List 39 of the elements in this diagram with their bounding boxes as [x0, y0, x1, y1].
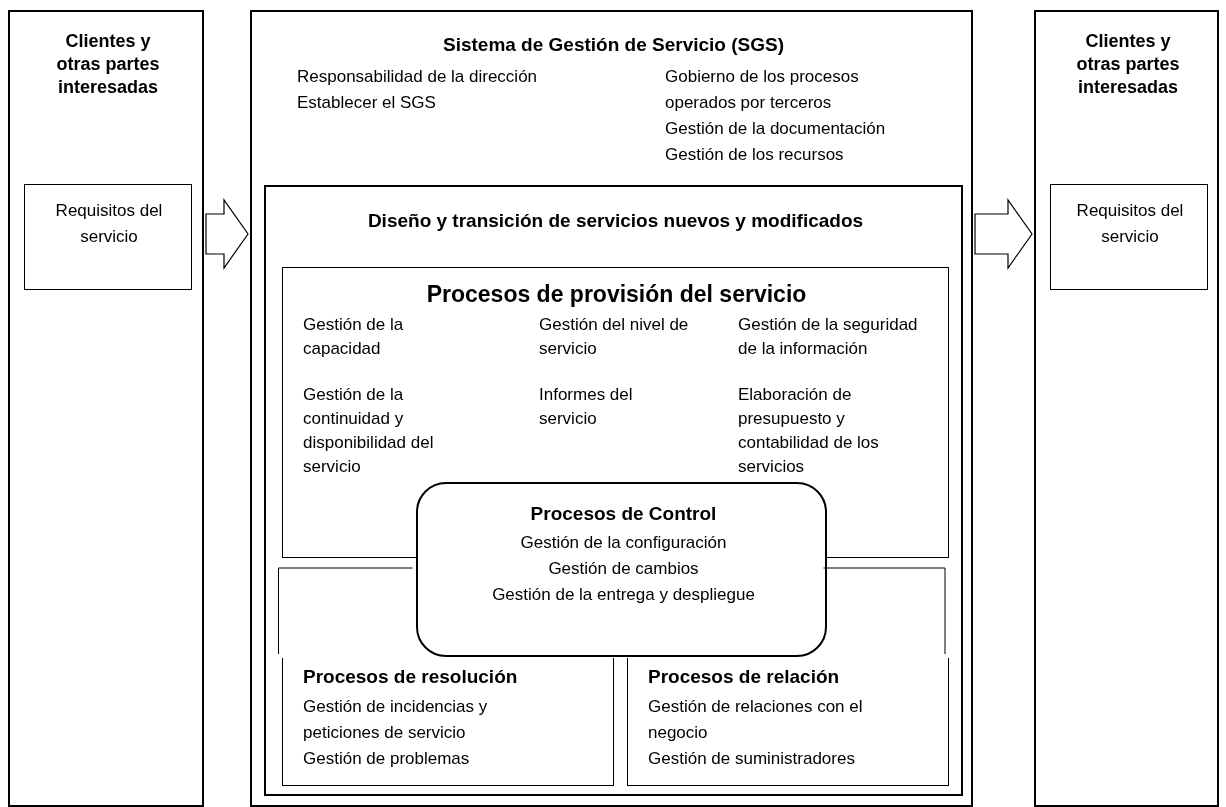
process-item: Gestión de la entrega y despliegue [491, 584, 756, 606]
process-item: Gestión de relaciones con el negocio [648, 696, 864, 744]
process-item: Gestión del nivel de servicio [539, 314, 690, 360]
process-item: Gestión de los recursos [665, 144, 845, 166]
process-item: Responsabilidad de la dirección [297, 66, 539, 88]
process-item: Gestión de la documentación [665, 118, 887, 140]
stakeholder-panel [8, 10, 204, 807]
system-panel [250, 10, 973, 807]
requirement-text: Requisitos del servicio [1075, 200, 1185, 248]
block-arrow [205, 198, 249, 270]
process-item: Gestión de problemas [303, 748, 471, 770]
process-item: Gestión de cambios [547, 558, 700, 580]
panel-heading: Diseño y transición de servicios nuevos y modificados [366, 209, 865, 233]
process-item: Gestión de la continuidad y disponibilidad del servicio [303, 384, 435, 478]
panel-heading: Procesos de provisión del servicio [425, 280, 808, 308]
control-process-box [416, 482, 827, 657]
process-item: Elaboración de presupuesto y contabilidad de los servicios [738, 384, 880, 478]
panel-heading: Sistema de Gestión de Servicio (SGS) [441, 33, 786, 57]
requirement-box [1050, 184, 1208, 290]
process-item: Gestión de la configuración [519, 532, 728, 554]
panel-heading: Clientes y otras partes interesadas [1075, 30, 1181, 99]
resolution-process-box [282, 658, 614, 786]
panel-heading: Procesos de Control [529, 502, 718, 526]
process-item: Informes del servicio [539, 384, 634, 430]
process-item: Gestión de la seguridad de la información [738, 314, 919, 360]
relationship-process-box [627, 658, 949, 786]
process-item: Gobierno de los procesos operados por terceros [665, 66, 860, 114]
process-item: Gestión de la capacidad [303, 314, 405, 360]
panel-heading: Clientes y otras partes interesadas [55, 30, 161, 99]
process-item: Gestión de suministradores [648, 748, 856, 770]
process-item: Gestión de incidencias y peticiones de servicio [303, 696, 489, 744]
stakeholder-panel [1034, 10, 1219, 807]
block-arrow [974, 198, 1033, 270]
requirement-text: Requisitos del servicio [54, 200, 164, 248]
panel-heading: Procesos de resolución [303, 665, 519, 689]
panel-heading: Procesos de relación [648, 665, 841, 689]
design-transition-panel [264, 185, 963, 796]
requirement-box [24, 184, 192, 290]
process-item: Establecer el SGS [297, 92, 437, 114]
